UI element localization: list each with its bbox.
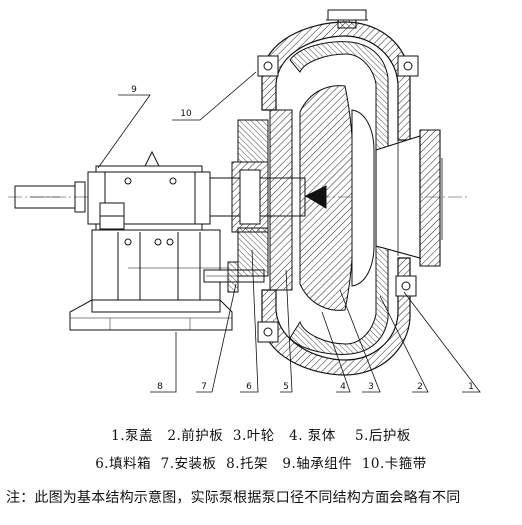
leader-9 [97, 94, 151, 169]
callout-1: 1 [468, 382, 474, 392]
casing-discharge-flange [326, 9, 368, 29]
leader-4 [321, 311, 351, 393]
bearing-assembly [87, 150, 211, 246]
rear-liner [269, 109, 293, 291]
parts-legend-row-2: 6.填料箱 7.安装板 8.托架 9.轴承组件 10.卡箍带 [95, 456, 427, 472]
callout-8: 8 [157, 382, 163, 392]
leader-7 [196, 283, 237, 393]
stuffing-box [231, 119, 269, 277]
clamp-band [257, 55, 419, 343]
pump-cross-section-drawing: 9 10 8 7 6 5 4 3 2 1 [8, 9, 481, 393]
callout-5: 5 [283, 382, 289, 392]
callout-2: 2 [417, 382, 423, 392]
leader-10 [172, 71, 257, 121]
structure-note: 注：此图为基本结构示意图，实际泵根据泵口径不同结构方面会略有不同 [6, 490, 461, 506]
leader-1 [403, 291, 481, 393]
callout-3: 3 [368, 382, 374, 392]
leader-2 [379, 295, 429, 393]
pump-cover [375, 129, 443, 267]
callout-6: 6 [246, 382, 252, 392]
callout-10: 10 [180, 109, 192, 119]
callout-4: 4 [340, 382, 346, 392]
callout-9: 9 [131, 85, 137, 95]
callout-7: 7 [201, 382, 207, 392]
bracket-frame [69, 229, 233, 331]
leader-8 [150, 332, 177, 393]
impeller [299, 85, 375, 311]
parts-legend-row-1: 1.泵盖 2.前护板 3.叶轮 4. 泵体 5.后护板 [111, 428, 411, 444]
leader-6 [240, 249, 259, 393]
leader-3 [339, 289, 381, 393]
leader-5 [280, 269, 293, 393]
